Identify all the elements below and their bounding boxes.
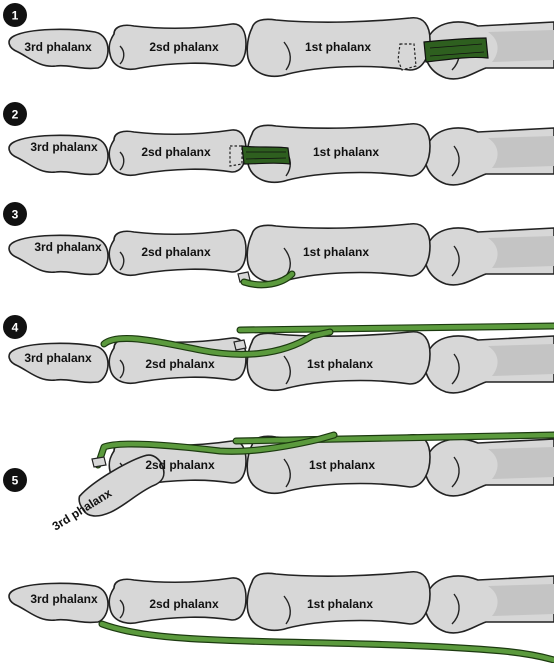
panel-5-badge: 5 [3, 468, 27, 492]
svg-text:2: 2 [12, 108, 19, 122]
panel-6-distal-label: 3rd phalanx [30, 592, 98, 606]
panel-6-proximal-label: 1st phalanx [307, 597, 373, 611]
avulsion-fragment [229, 145, 243, 167]
avulsion-fragment [397, 43, 417, 71]
panel-5-proximal-label: 1st phalanx [309, 458, 375, 472]
panel-2-proximal-label: 1st phalanx [313, 145, 379, 159]
panel-3 [8, 222, 554, 289]
panel-3-proximal-label: 1st phalanx [303, 245, 369, 259]
avulsion-fragment [233, 339, 247, 351]
avulsion-fragment [91, 456, 107, 468]
panel-1-proximal-label: 1st phalanx [305, 40, 371, 54]
volar-plate [241, 145, 291, 165]
panel-1 [8, 16, 554, 80]
collateral-ligament [423, 37, 489, 63]
panel-3-distal-label: 3rd phalanx [34, 240, 102, 254]
svg-text:3: 3 [12, 208, 19, 222]
panel-1-middle-label: 2sd phalanx [149, 40, 219, 54]
panel-4-badge: 4 [3, 315, 27, 339]
svg-text:1: 1 [12, 9, 19, 23]
panel-6 [8, 570, 554, 663]
panel-5 [78, 431, 554, 517]
panel-4-distal-label: 3rd phalanx [24, 351, 92, 365]
svg-text:4: 4 [12, 321, 19, 335]
panel-6-middle-label: 2sd phalanx [149, 597, 219, 611]
panel-5-middle-label: 2sd phalanx [145, 458, 215, 472]
panel-2-distal-label: 3rd phalanx [30, 140, 98, 154]
svg-text:5: 5 [12, 474, 19, 488]
panel-4-middle-label: 2sd phalanx [145, 357, 215, 371]
panel-2-middle-label: 2sd phalanx [141, 145, 211, 159]
panel-1-badge: 1 [3, 3, 27, 27]
panel-1-distal-label: 3rd phalanx [24, 40, 92, 54]
panel-3-middle-label: 2sd phalanx [141, 245, 211, 259]
panel-4 [8, 322, 554, 394]
panel-3-badge: 3 [3, 202, 27, 226]
panel-2-badge: 2 [3, 102, 27, 126]
panel-2 [8, 122, 554, 186]
panel-4-proximal-label: 1st phalanx [307, 357, 373, 371]
